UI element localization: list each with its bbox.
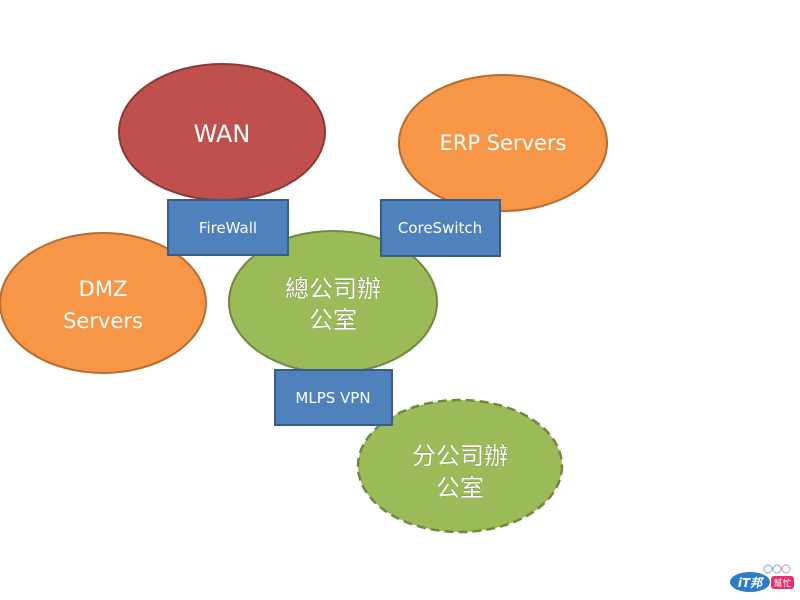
erp-servers-node[interactable]: ERP Servers	[398, 74, 608, 212]
hq-label-line1: 總公司辦	[285, 275, 381, 303]
branch-label-line1: 分公司辦	[412, 442, 508, 470]
hq-label-line2: 公室	[309, 306, 357, 334]
logo-badge	[730, 572, 770, 592]
logo-brand: iT邦	[738, 576, 765, 590]
dmz-servers-node[interactable]: DMZ Servers	[0, 232, 207, 374]
wan-label: WAN	[194, 120, 251, 148]
coreswitch-label: CoreSwitch	[398, 219, 482, 237]
logo-tag: 幫忙	[773, 578, 791, 590]
firewall-label: FireWall	[199, 219, 257, 237]
wan-node[interactable]: WAN	[118, 63, 326, 201]
branch-office-node[interactable]: 分公司辦 公室	[356, 398, 564, 534]
people-icon	[763, 564, 773, 574]
firewall-device[interactable]: FireWall	[167, 199, 289, 256]
dmz-label-line2: Servers	[63, 309, 143, 333]
erp-servers-label: ERP Servers	[439, 131, 566, 155]
ithome-watermark-logo: iT邦 幫忙	[730, 564, 794, 592]
branch-label-line2: 公室	[436, 474, 484, 502]
dmz-label-line1: DMZ	[79, 277, 128, 301]
coreswitch-device[interactable]: CoreSwitch	[380, 199, 501, 257]
mlps-vpn-label: MLPS VPN	[295, 389, 370, 407]
mlps-vpn-device[interactable]: MLPS VPN	[274, 369, 393, 426]
